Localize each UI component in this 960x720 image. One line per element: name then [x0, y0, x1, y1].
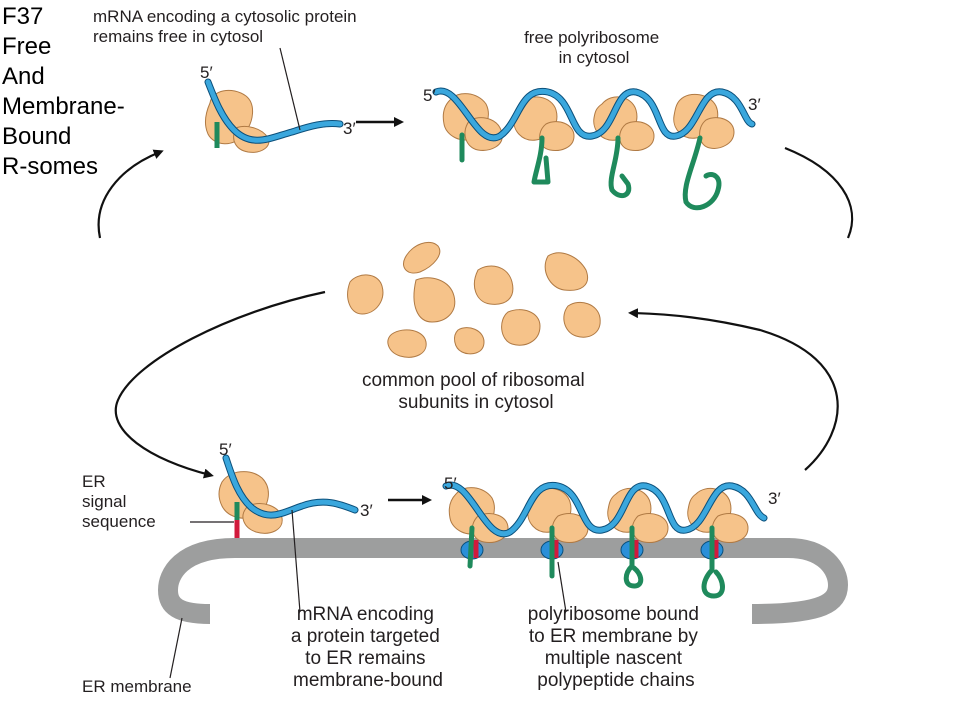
title-line: R-somes [2, 153, 99, 180]
slide-title: F37 Free And Membrane- Bound R-somes [2, 2, 125, 182]
five-prime-label: 5′ [219, 440, 232, 459]
five-prime-label: 5′ [423, 86, 436, 105]
title-line: F37 [2, 3, 44, 30]
free-mrna-caption: mRNA encoding a cytosolic protein remain… [93, 7, 361, 46]
three-prime-label: 3′ [748, 95, 761, 114]
er-membrane-caption: ER membrane [82, 677, 192, 696]
title-line: Bound [2, 123, 72, 150]
pool-caption: common pool of ribosomal subunits in cyt… [362, 370, 590, 413]
er-membrane [157, 538, 236, 624]
three-prime-label: 3′ [768, 489, 781, 508]
free-polyribosome-caption: free polyribosome in cytosol [524, 28, 664, 67]
title-line: Free [2, 33, 52, 60]
five-prime-label: 5′ [200, 63, 213, 82]
bound-mrna-caption: mRNA encoding a protein targeted to ER r… [291, 604, 445, 691]
bound-polyribosome [442, 481, 768, 599]
three-prime-label: 3′ [343, 119, 356, 138]
er-targeting-ribosome [218, 454, 359, 538]
five-prime-label: 5′ [444, 474, 457, 493]
free-polyribosome [432, 87, 756, 211]
cycle-arrow-from-pool [114, 290, 326, 479]
cycle-arrow-to-pool [628, 308, 839, 471]
er-membrane [751, 538, 849, 624]
leader-line [557, 561, 567, 613]
leader-line [169, 617, 183, 679]
free-ribosome-single [204, 78, 344, 153]
three-prime-label: 3′ [360, 501, 373, 520]
cycle-arrow-left-top [97, 149, 164, 239]
title-line: And [2, 63, 45, 90]
er-signal-caption: ER signal sequence [82, 472, 156, 531]
leader-line [291, 509, 301, 613]
leader-line [279, 47, 301, 131]
bound-polyribosome-caption: polyribosome bound to ER membrane by mul… [528, 604, 704, 691]
cycle-arrow-right-top [784, 146, 854, 239]
ribosomal-subunit-pool [347, 242, 601, 358]
title-line: Membrane- [2, 93, 125, 120]
